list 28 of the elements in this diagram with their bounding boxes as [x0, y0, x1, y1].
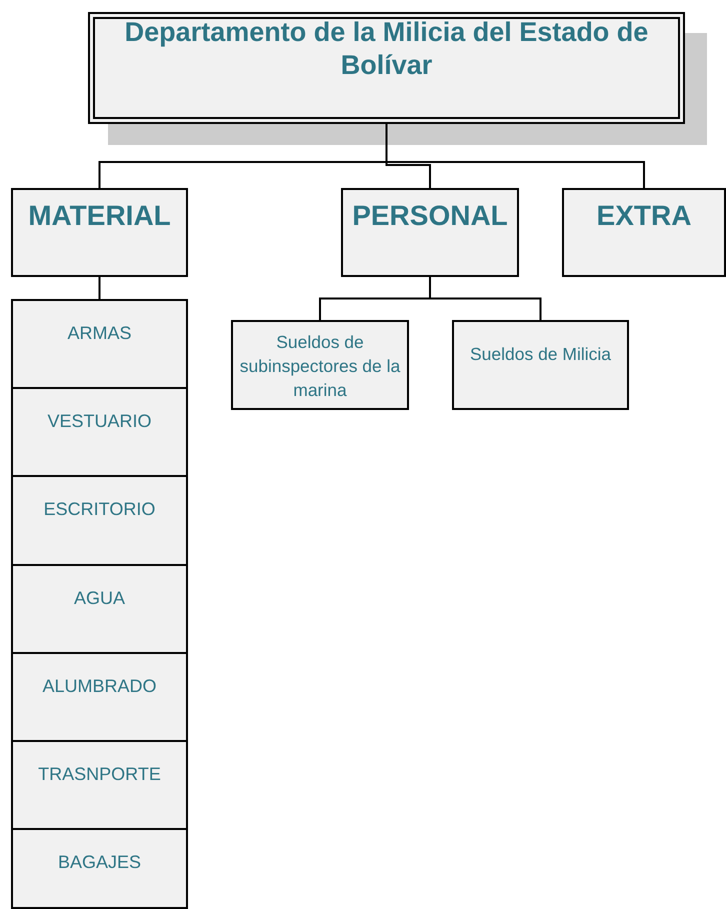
- node-label: MATERIAL: [28, 200, 171, 232]
- item-box: [11, 740, 188, 830]
- category-box: [341, 188, 519, 277]
- category-box: [562, 188, 726, 277]
- item-box: [11, 299, 188, 389]
- connector-line: [429, 277, 542, 320]
- item-box: [11, 387, 188, 477]
- connector-line: [98, 277, 100, 299]
- item-box: [11, 652, 188, 742]
- node-label: VESTUARIO: [47, 410, 152, 432]
- node-label: Sueldos de subinspectores de la marina: [238, 331, 402, 402]
- node-label: ESCRITORIO: [44, 498, 156, 520]
- node-label: TRASNPORTE: [38, 763, 161, 785]
- category-box: [11, 188, 188, 277]
- title-text: Departamento de la Milicia del Estado de Bolívar: [124, 16, 650, 82]
- node-label: ARMAS: [67, 322, 132, 344]
- title-box: [88, 12, 685, 124]
- node-label: ALUMBRADO: [42, 675, 157, 697]
- item-box: [11, 828, 188, 909]
- item-box: [11, 564, 188, 654]
- node-label: AGUA: [74, 587, 125, 609]
- node-label: Sueldos de Milicia: [470, 343, 612, 366]
- subcategory-box: [231, 320, 409, 410]
- node-label: PERSONAL: [352, 200, 508, 232]
- node-label: EXTRA: [596, 200, 692, 232]
- subcategory-box: [452, 320, 629, 410]
- node-label: BAGAJES: [58, 851, 142, 873]
- item-box: [11, 475, 188, 566]
